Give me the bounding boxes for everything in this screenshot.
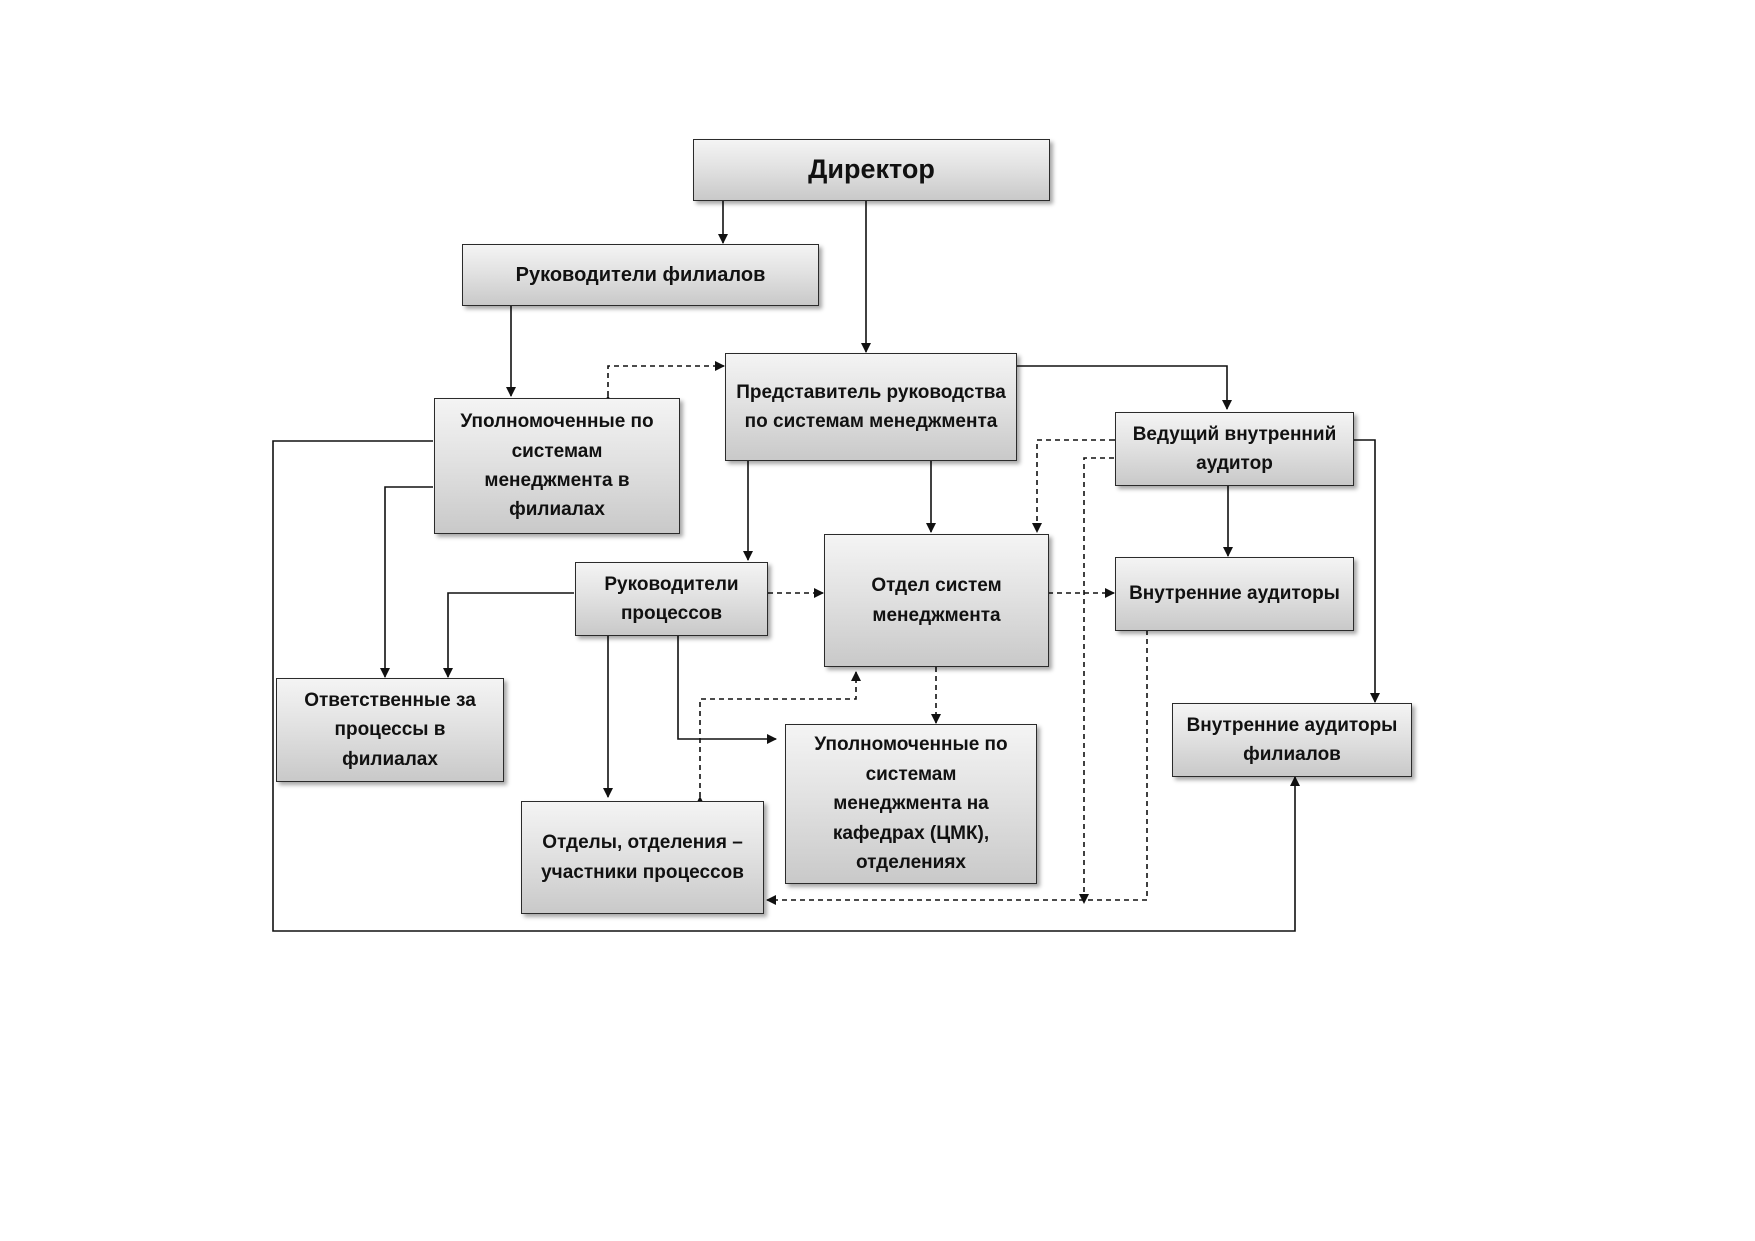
node-departments-label: Отделы, отделения – участники процессов	[541, 832, 744, 883]
node-mgmt-rep-label: Представитель руководства по системам ме…	[736, 381, 1006, 432]
node-lead-auditor: Ведущий внутренний аудитор	[1115, 412, 1354, 486]
node-branch-auditors-label: Внутренние аудиторы филиалов	[1186, 714, 1398, 765]
edge-process-heads-branch-responsible	[443, 592, 574, 678]
node-branch-responsible-label: Ответственные за процессы в филиалах	[304, 689, 476, 770]
node-internal-auditors-label: Внутренние аудиторы	[1129, 583, 1340, 605]
node-branch-heads: Руководители филиалов	[462, 244, 819, 306]
edge-process-heads-dept-authorized	[677, 635, 777, 744]
node-mgmt-rep: Представитель руководства по системам ме…	[725, 353, 1017, 461]
edge-ms-department-departments-dashed	[695, 671, 861, 806]
node-dept-authorized-label: Уполномоченные по системам менеджмента н…	[814, 734, 1008, 874]
node-process-heads-label: Руководители процессов	[604, 573, 739, 624]
node-lead-auditor-label: Ведущий внутренний аудитор	[1132, 423, 1337, 474]
node-branch-heads-label: Руководители филиалов	[515, 263, 766, 286]
edge-branch-authorized-branch-responsible	[380, 486, 433, 678]
node-branch-authorized: Уполномоченные по системам менеджмента в…	[434, 398, 680, 534]
edge-mgmt-rep-lead-auditor	[1014, 365, 1232, 410]
node-internal-auditors: Внутренние аудиторы	[1115, 557, 1354, 631]
node-ms-department: Отдел систем менеджмента	[824, 534, 1049, 667]
edge-mgmt-rep-branch-authorized-dashed	[603, 361, 725, 405]
node-branch-auditors: Внутренние аудиторы филиалов	[1172, 703, 1412, 777]
node-branch-responsible: Ответственные за процессы в филиалах	[276, 678, 504, 782]
node-branch-authorized-label: Уполномоченные по системам менеджмента в…	[460, 411, 654, 521]
edge-lead-auditor-branch-auditors	[1352, 439, 1380, 703]
edge-branch-authorized-branch-auditors	[272, 440, 1300, 932]
node-process-heads: Руководители процессов	[575, 562, 768, 636]
edge-internal-auditors-departments-dashed	[766, 630, 1148, 905]
edge-lead-auditor-ms-department-dashed	[1032, 435, 1123, 533]
node-ms-department-label: Отдел систем менеджмента	[871, 575, 1002, 626]
node-dept-authorized: Уполномоченные по системам менеджмента н…	[785, 724, 1037, 884]
node-director: Директор	[693, 139, 1050, 201]
edge-lead-auditor-departments-dashed	[1079, 457, 1114, 904]
node-departments: Отделы, отделения – участники процессов	[521, 801, 764, 914]
node-director-label: Директор	[808, 154, 935, 185]
